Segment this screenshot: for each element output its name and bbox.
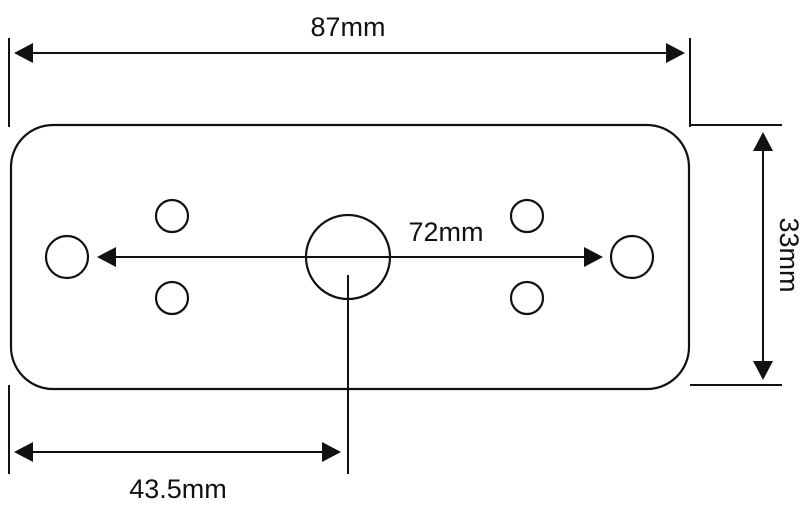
center-offset-dimension: 43.5mm — [8, 275, 349, 504]
plate-outline — [9, 123, 691, 391]
small-hole-bottom-left — [154, 280, 190, 316]
width-dimension: 87mm — [8, 12, 691, 127]
small-hole-bottom-right — [509, 280, 545, 316]
small-hole-top-left — [154, 198, 190, 234]
height-label: 33mm — [774, 217, 804, 292]
small-hole-top-right — [509, 198, 545, 234]
center-offset-label: 43.5mm — [129, 474, 227, 504]
left-outer-hole — [44, 234, 90, 280]
width-label: 87mm — [310, 12, 385, 42]
height-dimension: 33mm — [690, 124, 804, 386]
hole-spacing-dimension: 72mm — [97, 217, 603, 267]
right-outer-hole — [609, 234, 655, 280]
hole-spacing-label: 72mm — [408, 217, 483, 247]
